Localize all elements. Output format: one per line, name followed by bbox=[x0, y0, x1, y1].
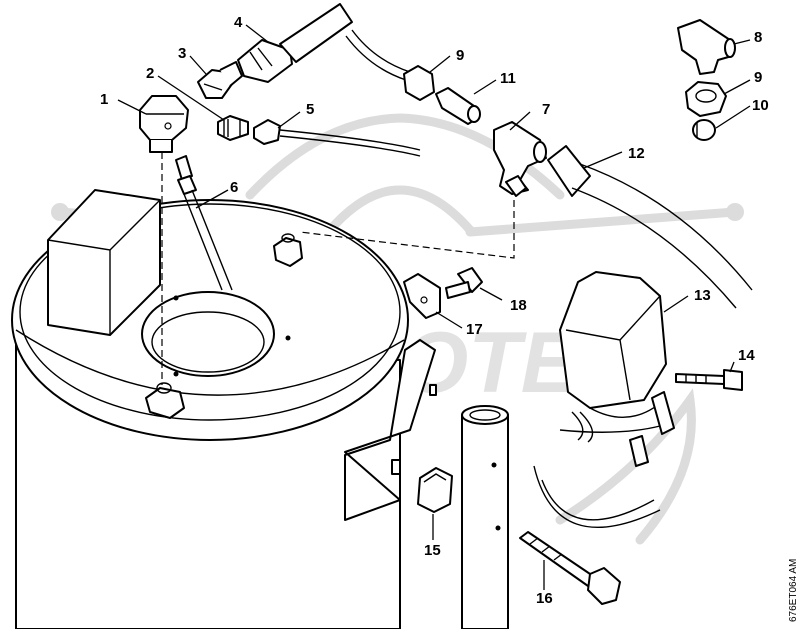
callout-10: 10 bbox=[752, 97, 769, 114]
callout-6: 6 bbox=[230, 179, 238, 196]
callout-4: 4 bbox=[234, 14, 243, 31]
part-2-fitting bbox=[217, 115, 249, 141]
part-9-nut-line bbox=[345, 29, 435, 101]
callout-18: 18 bbox=[510, 297, 527, 314]
callout-17: 17 bbox=[466, 321, 483, 338]
part-10-olive bbox=[692, 119, 716, 141]
drawing-code: 676ET064 AM bbox=[788, 559, 799, 622]
callout-9b: 9 bbox=[754, 69, 762, 86]
part-6-tube bbox=[175, 155, 233, 291]
callout-5: 5 bbox=[306, 101, 314, 118]
part-4-hose bbox=[237, 3, 353, 83]
callout-1: 1 bbox=[100, 91, 108, 108]
part-7-tee bbox=[493, 121, 547, 197]
callout-16: 16 bbox=[536, 590, 553, 607]
part-17-bracket bbox=[403, 273, 441, 319]
callout-13: 13 bbox=[694, 287, 711, 304]
part-11-sleeve bbox=[435, 87, 481, 125]
callout-11: 11 bbox=[500, 70, 516, 87]
transformer-leads bbox=[533, 391, 675, 529]
callout-3: 3 bbox=[178, 45, 186, 62]
tank bbox=[11, 199, 409, 629]
callout-12: 12 bbox=[628, 145, 645, 162]
part-18-screw bbox=[445, 267, 483, 299]
phantom-line-7 bbox=[299, 200, 515, 259]
tank-fitting-front bbox=[145, 382, 185, 419]
tank-fitting-top bbox=[273, 233, 303, 267]
part-16-bolt bbox=[519, 531, 621, 605]
part-3-union bbox=[197, 61, 243, 99]
callout-15: 15 bbox=[424, 542, 441, 559]
part-14-screw bbox=[675, 369, 743, 391]
callout-2: 2 bbox=[146, 65, 154, 82]
callout-9a: 9 bbox=[456, 47, 464, 64]
leader-lines bbox=[117, 24, 751, 590]
part-13-transformer bbox=[559, 271, 667, 418]
callout-8: 8 bbox=[754, 29, 762, 46]
callouts: 1 2 3 4 5 6 7 8 9 9 10 11 12 13 14 15 16… bbox=[100, 14, 769, 607]
callout-7: 7 bbox=[542, 101, 550, 118]
part-1-cap bbox=[139, 95, 189, 153]
part-15-clip bbox=[417, 467, 453, 513]
mount-bracket bbox=[344, 339, 437, 521]
post bbox=[461, 405, 509, 629]
part-8-tee bbox=[677, 19, 736, 75]
tank-box bbox=[47, 189, 161, 336]
part-12-hose bbox=[547, 145, 753, 309]
part-9-nut-right bbox=[685, 81, 727, 117]
callout-14: 14 bbox=[738, 347, 755, 364]
part-5-line bbox=[253, 119, 421, 157]
